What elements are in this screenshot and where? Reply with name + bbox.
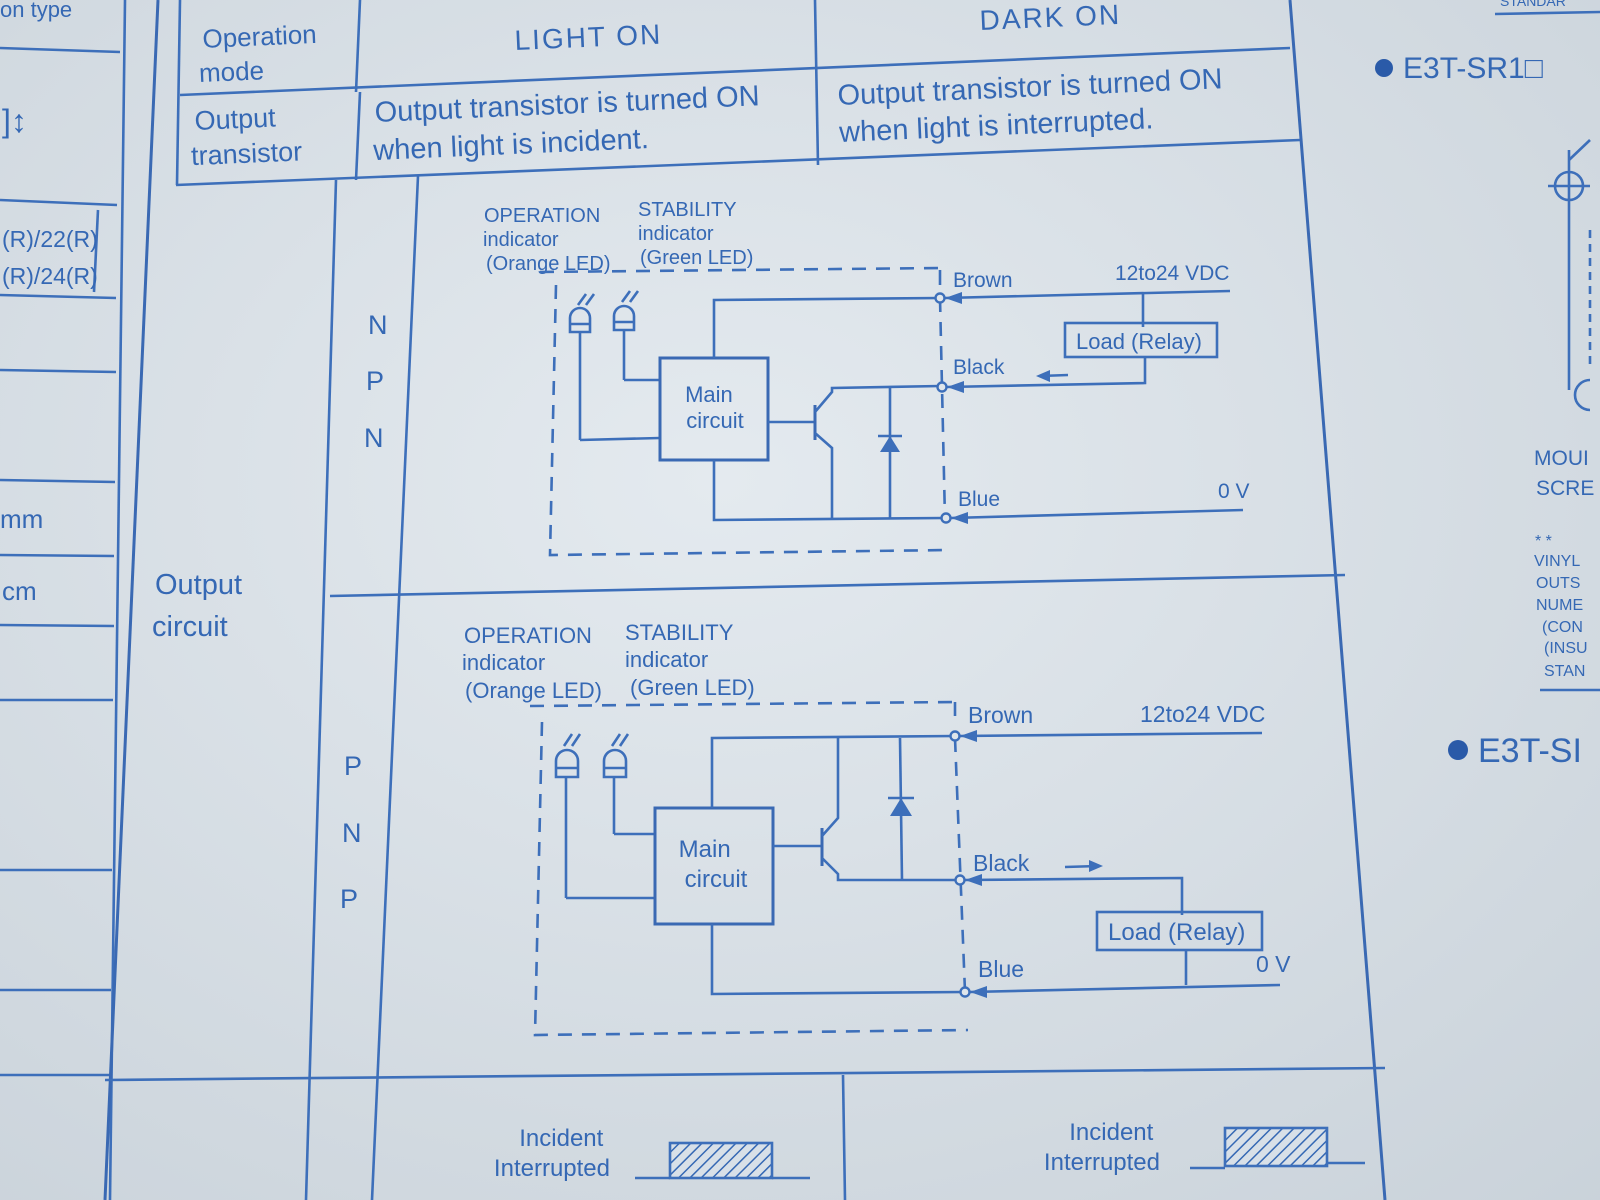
spec-table-grid bbox=[103, 0, 1387, 1200]
mounting-label: MOUI SCRE bbox=[1534, 447, 1595, 500]
pnp-type-letters: P N P bbox=[340, 751, 369, 914]
pnp-main-circuit-label: Main circuit bbox=[679, 836, 748, 893]
margin-unit-mm: mm bbox=[0, 504, 43, 534]
npn-blue-terminal bbox=[940, 512, 952, 524]
npn-type-letters: N P N bbox=[364, 310, 395, 453]
notes-block: * * VINYL OUTS NUME (CON (INSU STAN bbox=[1534, 533, 1592, 680]
timing-light-on-labels: Incident Interrupted bbox=[494, 1125, 610, 1182]
margin-row-r22: (R)/22(R) bbox=[2, 226, 98, 252]
npn-black-terminal bbox=[936, 381, 948, 393]
model-1-bullet-icon bbox=[1375, 59, 1393, 77]
timing-light-on: Incident Interrupted bbox=[494, 1125, 810, 1182]
npn-zener-diode-icon bbox=[878, 386, 902, 518]
pnp-zero-v-label: 0 V bbox=[1256, 951, 1291, 977]
output-circuit-label: Output circuit bbox=[152, 569, 250, 643]
pnp-black-label: Black bbox=[973, 850, 1030, 876]
npn-brown-label: Brown bbox=[953, 269, 1013, 292]
npn-transistor-icon bbox=[813, 384, 941, 518]
pnp-circuit: P N P OPERATION indicator (Orange LED) S… bbox=[340, 620, 1291, 1037]
pnp-zener-diode-icon bbox=[888, 737, 914, 881]
output-transistor-label: Output transistor bbox=[189, 101, 303, 171]
right-margin: STANDAR E3T-SR1□ MOUI SCRE * * VINYL OUT… bbox=[1375, 0, 1600, 770]
npn-circuit: N P N OPERATION indicator (Orange LED) S… bbox=[364, 199, 1250, 557]
pnp-orange-led-icon bbox=[554, 733, 582, 898]
npn-load-relay-label: Load (Relay) bbox=[1076, 329, 1202, 354]
pnp-green-led-icon bbox=[602, 733, 630, 834]
operation-mode-label: Operation mode bbox=[197, 19, 326, 88]
pnp-enclosure bbox=[529, 700, 969, 1037]
margin-unit-cm: cm bbox=[2, 576, 37, 606]
light-on-header: LIGHT ON bbox=[514, 19, 663, 56]
timing-dark-on: Incident Interrupted bbox=[1044, 1119, 1365, 1176]
npn-brown-terminal bbox=[934, 292, 946, 304]
pnp-load-relay-label: Load (Relay) bbox=[1108, 919, 1245, 946]
pnp-load-relay-box bbox=[1095, 910, 1264, 952]
timing-dark-on-labels: Incident Interrupted bbox=[1044, 1119, 1160, 1176]
npn-zero-v-label: 0 V bbox=[1218, 480, 1250, 503]
pnp-stability-indicator-label: STABILITY indicator (Green LED) bbox=[625, 620, 755, 700]
left-margin: on type ]↕ (R)/22(R) (R)/24(R) mm cm bbox=[0, 0, 127, 1200]
model-1-label: E3T-SR1□ bbox=[1403, 52, 1544, 85]
pnp-brown-label: Brown bbox=[968, 702, 1033, 728]
model-2-bullet-icon bbox=[1448, 740, 1468, 760]
npn-blue-label: Blue bbox=[958, 488, 1000, 511]
npn-green-led-icon bbox=[612, 290, 640, 380]
npn-enclosure bbox=[539, 266, 951, 557]
pnp-supply-label: 12to24 VDC bbox=[1140, 701, 1265, 727]
margin-arrow-symbol: ]↕ bbox=[2, 103, 27, 139]
npn-stability-indicator-label: STABILITY indicator (Green LED) bbox=[638, 199, 753, 269]
pnp-main-circuit-box bbox=[653, 806, 775, 926]
npn-black-flow-arrow-icon bbox=[1036, 370, 1069, 382]
npn-main-circuit-label: Main circuit bbox=[685, 382, 744, 433]
pnp-black-terminal bbox=[954, 874, 966, 886]
pnp-black-flow-arrow-icon bbox=[1064, 860, 1103, 872]
right-top-text: STANDAR bbox=[1500, 0, 1566, 9]
pnp-brown-terminal bbox=[949, 730, 961, 742]
pnp-transistor-icon bbox=[820, 738, 960, 882]
timing-dark-on-pulse bbox=[1223, 1126, 1329, 1168]
margin-row-r24: (R)/24(R) bbox=[2, 263, 98, 289]
timing-light-on-pulse bbox=[668, 1141, 774, 1180]
npn-supply-label: 12to24 VDC bbox=[1115, 262, 1229, 285]
mounting-drawing-icon bbox=[1548, 139, 1592, 412]
npn-operation-indicator-label: OPERATION indicator (Orange LED) bbox=[483, 205, 611, 275]
pnp-blue-terminal bbox=[959, 986, 971, 998]
npn-black-label: Black bbox=[953, 356, 1005, 379]
pnp-operation-indicator-label: OPERATION indicator (Orange LED) bbox=[462, 623, 602, 703]
pnp-blue-label: Blue bbox=[978, 956, 1024, 982]
dark-on-header: DARK ON bbox=[979, 0, 1122, 36]
model-2-label: E3T-SI bbox=[1478, 732, 1582, 770]
margin-top-text: on type bbox=[0, 0, 72, 22]
npn-orange-led-icon bbox=[568, 293, 596, 440]
npn-load-relay-box bbox=[1063, 321, 1219, 359]
